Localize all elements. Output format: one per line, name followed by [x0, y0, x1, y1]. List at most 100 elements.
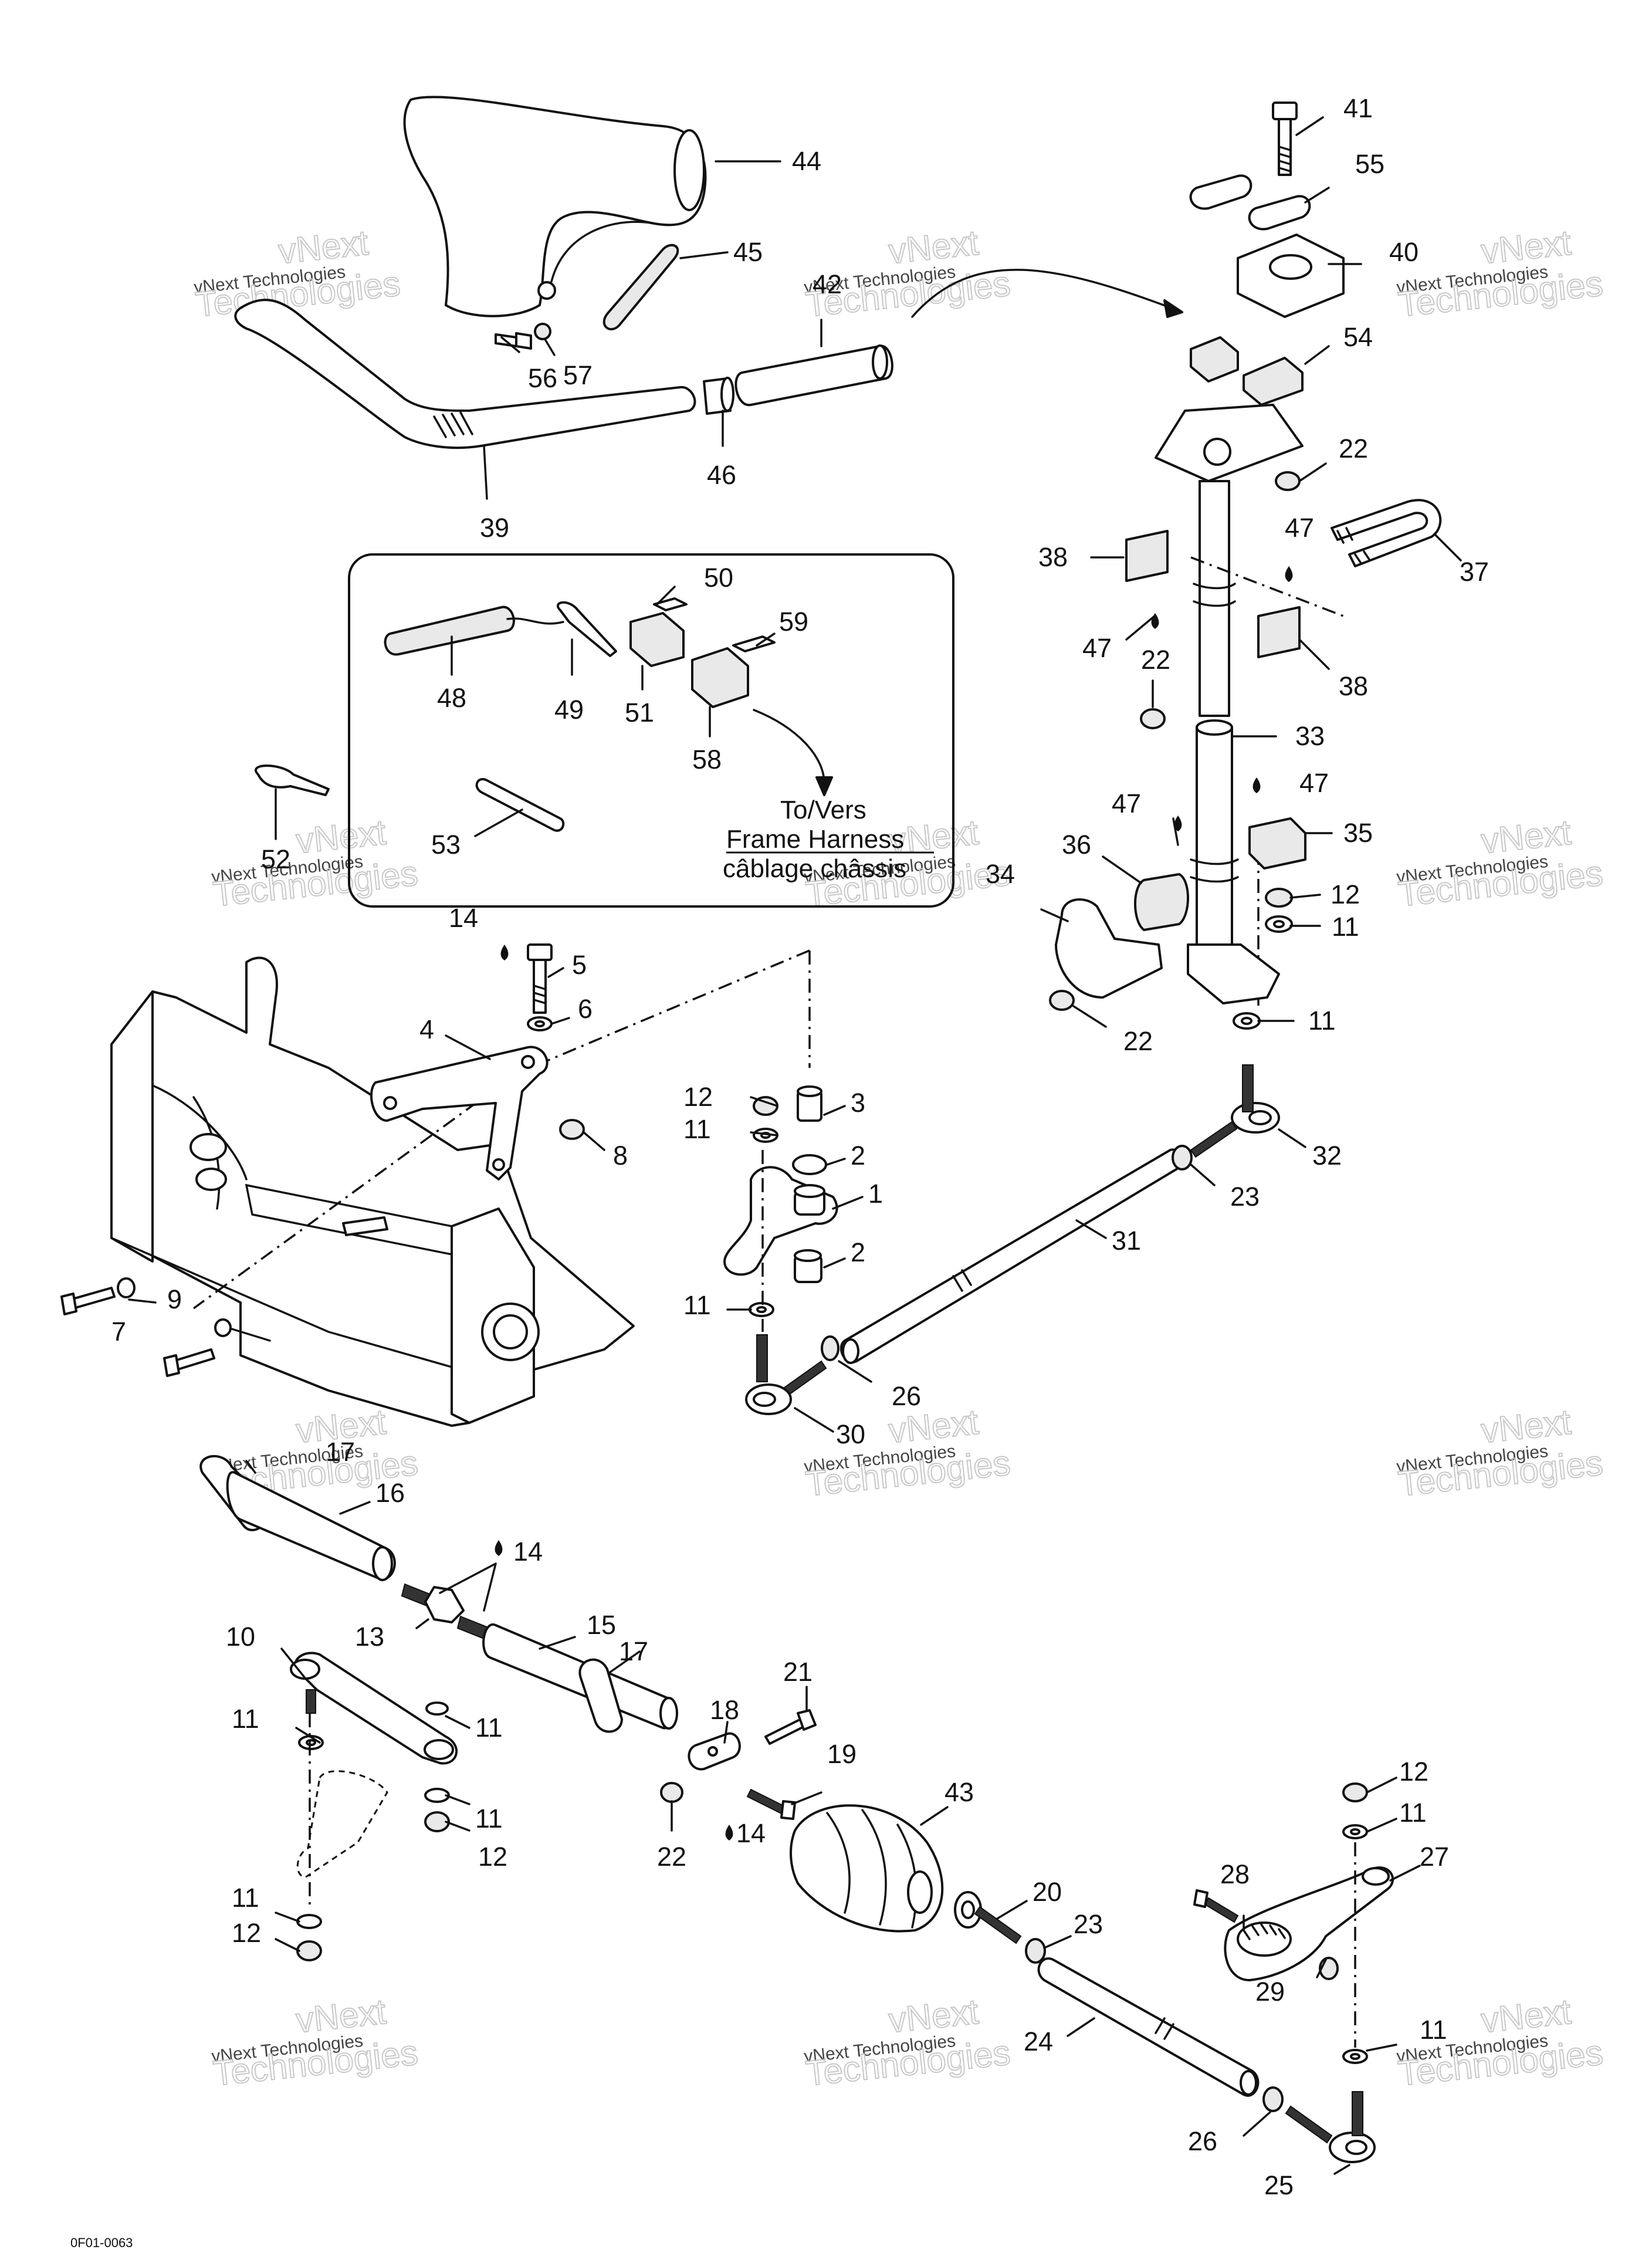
steering-bracket-part — [370, 1046, 549, 1180]
arrow-head — [1163, 299, 1183, 318]
callout-10: 10 — [226, 1622, 255, 1652]
rod-end-thread — [974, 1906, 1022, 1944]
callout-36: 36 — [1062, 830, 1091, 860]
callout-37: 37 — [1460, 557, 1489, 587]
column-bearing-half-part — [1257, 606, 1301, 658]
column-tube-lower-top — [1196, 719, 1233, 736]
nut-part — [1275, 471, 1301, 491]
handlebar-knurl — [433, 411, 473, 438]
callout-41: 41 — [1343, 93, 1373, 123]
nut-part — [660, 1782, 683, 1803]
nut-part — [1262, 2086, 1284, 2112]
callout-11: 11 — [475, 1804, 503, 1833]
nut-part — [1265, 888, 1293, 908]
nut-part — [424, 1811, 450, 1832]
callout-11: 11 — [683, 1114, 711, 1144]
column-bearing-half-part — [1125, 530, 1169, 582]
grease-drop-icon — [725, 1825, 733, 1841]
callout-12: 12 — [1399, 1757, 1428, 1787]
bracket-hole — [521, 1055, 535, 1069]
washer-part — [117, 1277, 136, 1298]
callout-27: 27 — [1420, 1842, 1449, 1872]
watermark: vNext vNext Technologies Technologies — [803, 1991, 1013, 2094]
callout-58: 58 — [692, 745, 722, 774]
callout-labels: 44 45 42 56 57 46 39 41 55 40 54 22 47 3… — [111, 93, 1489, 2200]
steering-column-group — [1049, 102, 1442, 1030]
callout-22: 22 — [1339, 434, 1368, 464]
bolt-part — [172, 1348, 215, 1371]
connection-arrow — [753, 709, 825, 784]
arm-eye — [290, 1659, 320, 1680]
callout-4: 4 — [419, 1014, 434, 1044]
nut-part — [559, 1119, 585, 1140]
arrow-head — [815, 776, 833, 796]
washer-part — [425, 1701, 449, 1716]
tie-rod-group — [745, 1064, 1280, 1415]
callout-45: 45 — [733, 237, 763, 267]
callout-38: 38 — [1339, 671, 1368, 701]
callout-53: 53 — [431, 830, 461, 860]
callout-39: 39 — [480, 513, 509, 543]
callout-57: 57 — [563, 360, 593, 390]
callout-47: 47 — [1299, 768, 1329, 798]
shaft-end — [372, 1546, 393, 1581]
nut-part — [296, 1940, 322, 1961]
callout-59: 59 — [779, 607, 808, 637]
callout-50: 50 — [704, 563, 733, 593]
callout-48: 48 — [437, 683, 466, 713]
upper-clamp-hole — [1269, 254, 1312, 280]
bolt-thread — [1278, 146, 1292, 172]
steering-shaft-part — [226, 1471, 396, 1581]
callout-11: 11 — [232, 1883, 259, 1913]
tie-rod-part — [1037, 1957, 1260, 2097]
heater-wire — [506, 617, 564, 625]
shaft-bushing-part — [578, 1658, 623, 1733]
nut-part — [1049, 990, 1075, 1011]
column-ring — [1193, 583, 1236, 607]
rod-end-thread — [1190, 1121, 1238, 1158]
callout-18: 18 — [710, 1695, 739, 1725]
sleeve-part — [475, 778, 565, 832]
callout-28: 28 — [1220, 1859, 1250, 1889]
bushing-top — [794, 1249, 822, 1262]
callout-13: 13 — [355, 1622, 384, 1652]
harness-note-line1: To/Vers — [780, 796, 866, 824]
clamp-plate-part — [1248, 195, 1311, 231]
grease-drop-icon — [1252, 777, 1261, 793]
arm-spline-teeth — [1243, 1923, 1286, 1940]
rod-end-eye — [1345, 2140, 1367, 2155]
harness-inset: To/Vers Frame Harness câblage châssis — [348, 553, 954, 908]
bolt-part — [764, 1718, 806, 1745]
frame-side-panel — [110, 990, 154, 1263]
callout-24: 24 — [1024, 2027, 1053, 2056]
callout-55: 55 — [1355, 149, 1384, 179]
u-bolt-thread — [1336, 527, 1371, 564]
washer-hole — [1241, 1017, 1252, 1025]
callout-23: 23 — [1230, 1182, 1260, 1212]
callout-47: 47 — [1112, 789, 1141, 818]
callout-19: 19 — [827, 1739, 857, 1769]
bolt-part — [1204, 1897, 1239, 1923]
bushing-part — [1243, 357, 1304, 406]
bolt-head — [527, 943, 553, 961]
sleeve-end — [720, 377, 734, 412]
bolt-thread — [533, 985, 547, 1004]
washer-hole — [756, 1306, 767, 1313]
callout-20: 20 — [1032, 1877, 1062, 1907]
cover-wire — [550, 221, 652, 283]
phantom-arm — [296, 1770, 388, 1879]
leader-lines — [128, 116, 1462, 2175]
heater-element-part — [602, 243, 679, 330]
u-bolt-part — [1331, 499, 1442, 567]
nut-part — [1319, 1957, 1339, 1980]
column-ring — [1190, 858, 1239, 883]
callout-51: 51 — [625, 698, 654, 728]
watermark: vNext vNext Technologies Technologies — [1396, 222, 1606, 325]
bracket-hole — [383, 1096, 397, 1110]
callout-6: 6 — [578, 994, 593, 1024]
callout-9: 9 — [167, 1284, 182, 1314]
cable-tie-part — [255, 764, 330, 796]
bushing-part — [1190, 336, 1239, 383]
frame-slot — [342, 1216, 388, 1236]
column-steering-arm — [1187, 943, 1280, 1004]
